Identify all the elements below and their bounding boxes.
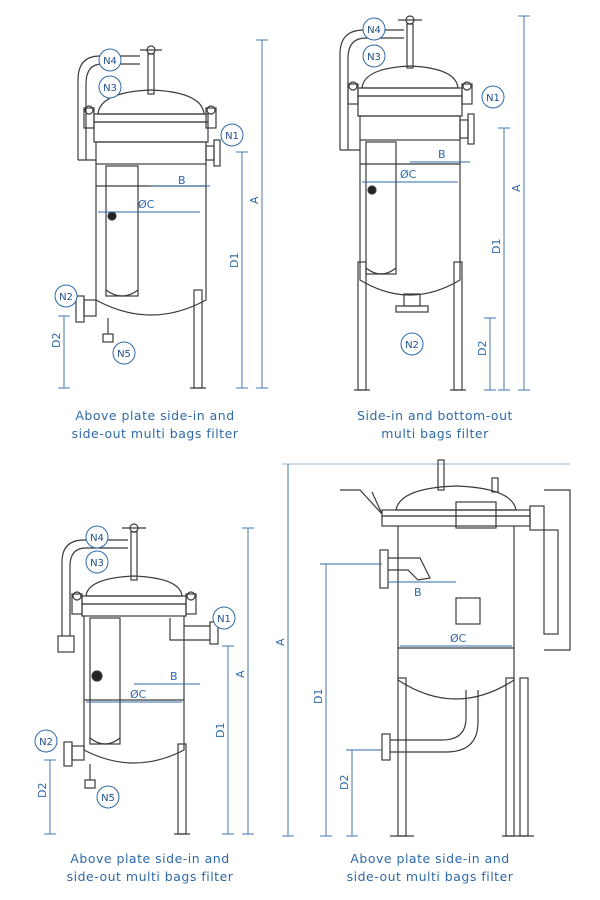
filter-diagram-2: B ØC A D1 D2 N4 N3 N1 N2 Side-in and bot… bbox=[300, 0, 600, 450]
tag-n3: N3 bbox=[90, 558, 104, 569]
caption-3-line-1: Above plate side-in and bbox=[70, 851, 230, 866]
dim-a-label: A bbox=[234, 670, 247, 678]
tag-n4: N4 bbox=[367, 25, 381, 36]
caption-3: Above plate side-in and side-out multi b… bbox=[15, 850, 285, 886]
dim-d1-label: D1 bbox=[228, 253, 241, 268]
tag-n1: N1 bbox=[217, 614, 231, 625]
caption-1: Above plate side-in and side-out multi b… bbox=[20, 407, 290, 443]
tag-n5: N5 bbox=[101, 793, 115, 804]
caption-1-line-1: Above plate side-in and bbox=[75, 408, 235, 423]
tag-n4: N4 bbox=[90, 533, 104, 544]
tag-n3: N3 bbox=[103, 83, 117, 94]
caption-3-line-2: side-out multi bags filter bbox=[66, 869, 234, 884]
tag-n4: N4 bbox=[103, 56, 117, 67]
dim-d1-label: D1 bbox=[490, 239, 503, 254]
dim-a-label: A bbox=[274, 638, 287, 646]
caption-4-line-2: side-out multi bags filter bbox=[346, 869, 514, 884]
caption-4-line-1: Above plate side-in and bbox=[350, 851, 510, 866]
dim-b-label: B bbox=[170, 670, 178, 683]
dim-a-label: A bbox=[248, 196, 261, 204]
tag-n2: N2 bbox=[59, 292, 73, 303]
dim-d1-label: D1 bbox=[214, 723, 227, 738]
filter-diagram-1: B ØC A D1 D2 N4 N3 N1 N2 N5 Above plate … bbox=[0, 0, 300, 450]
caption-2: Side-in and bottom-out multi bags filter bbox=[300, 407, 570, 443]
dim-c-label: ØC bbox=[138, 198, 155, 211]
tag-n2: N2 bbox=[405, 340, 419, 351]
caption-4: Above plate side-in and side-out multi b… bbox=[295, 850, 565, 886]
filter-diagram-3: B ØC A D1 D2 N4 N3 N1 N2 N5 Above plate … bbox=[0, 450, 300, 900]
dim-d1-label: D1 bbox=[312, 689, 325, 704]
dim-d2-label: D2 bbox=[36, 783, 49, 798]
dim-b-label: B bbox=[178, 174, 186, 187]
dim-c-label: ØC bbox=[400, 168, 417, 181]
dim-d2-label: D2 bbox=[338, 775, 351, 790]
filter-diagram-4: B ØC A D1 D2 Above plate side-in and sid… bbox=[270, 450, 600, 900]
caption-2-line-2: multi bags filter bbox=[381, 426, 489, 441]
tag-n3: N3 bbox=[367, 52, 381, 63]
dim-c-label: ØC bbox=[450, 632, 467, 645]
filter-drawing-2: B ØC A D1 D2 N4 N3 N1 N2 bbox=[339, 15, 530, 391]
caption-1-line-2: side-out multi bags filter bbox=[71, 426, 239, 441]
tag-n1: N1 bbox=[225, 131, 239, 142]
dim-a-label: A bbox=[510, 184, 523, 192]
filter-drawing-4: B ØC A D1 D2 bbox=[274, 459, 571, 837]
caption-2-line-1: Side-in and bottom-out bbox=[357, 408, 513, 423]
tag-n5: N5 bbox=[117, 349, 131, 360]
filter-drawing-3: B ØC A D1 D2 N4 N3 N1 N2 N5 bbox=[34, 523, 254, 835]
dim-c-label: ØC bbox=[130, 688, 147, 701]
filter-drawing-1: B ØC A D1 D2 N4 N3 N1 N2 N5 bbox=[50, 39, 268, 389]
tag-n1: N1 bbox=[486, 93, 500, 104]
dim-d2-label: D2 bbox=[50, 333, 63, 348]
dim-b-label: B bbox=[438, 148, 446, 161]
dim-b-label: B bbox=[414, 586, 422, 599]
dim-d2-label: D2 bbox=[476, 341, 489, 356]
tag-n2: N2 bbox=[39, 737, 53, 748]
